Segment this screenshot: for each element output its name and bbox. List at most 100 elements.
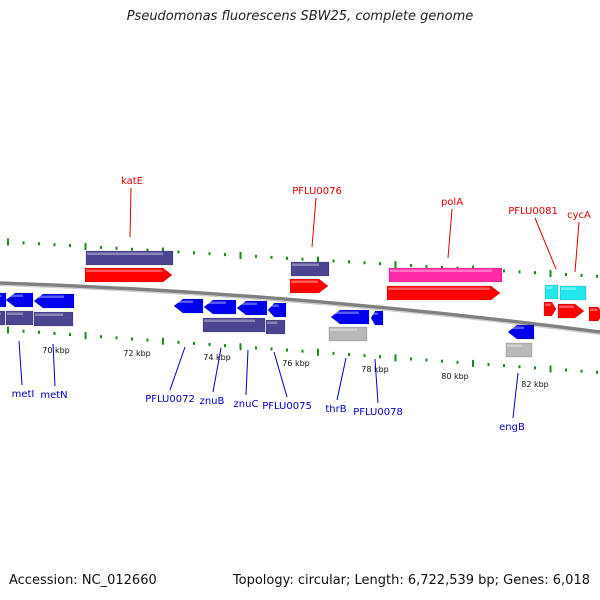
lower-tick <box>146 338 149 342</box>
lower-tick <box>348 353 350 357</box>
upper-tick <box>193 251 195 255</box>
upper-tick <box>394 261 397 269</box>
backbone-highlight <box>0 285 600 335</box>
upper-tick <box>317 256 319 264</box>
cds-product-bar-shine <box>87 252 163 255</box>
upper-tick <box>100 245 102 249</box>
lower-tick <box>286 348 288 352</box>
upper-tick <box>239 252 242 260</box>
gene-label-pflu0075: PFLU0075 <box>262 401 312 412</box>
reverse-gene-arrow <box>173 298 204 314</box>
forward-gene-arrow-shine <box>86 269 162 272</box>
cds-product-bar <box>5 310 34 326</box>
reverse-gene-arrow <box>267 302 287 318</box>
page-title: Pseudomonas fluorescens SBW25, complete … <box>126 9 474 24</box>
lower-tick <box>534 366 536 370</box>
gene-label-znub: znuB <box>200 396 225 407</box>
gene-label-pola-leader <box>447 208 453 259</box>
gene-label-pflu0072-leader <box>169 346 186 391</box>
reverse-gene-arrow <box>0 292 7 308</box>
scale-tick-label: 72 kbp <box>123 349 151 358</box>
genome-backbone <box>0 281 600 335</box>
lower-tick <box>472 359 474 367</box>
lower-tick <box>7 326 9 334</box>
reverse-gene-arrow-shine <box>509 326 524 329</box>
lower-tick <box>363 354 366 358</box>
reverse-gene-arrow-shine <box>7 294 23 297</box>
cds-product-bar-shine <box>35 313 63 316</box>
cds-product-bar <box>85 250 174 266</box>
upper-tick <box>69 244 71 248</box>
trna-feature-bar <box>544 284 559 300</box>
upper-tick <box>332 259 335 263</box>
upper-tick <box>177 250 180 254</box>
lower-tick <box>580 369 583 373</box>
upper-tick <box>596 274 598 278</box>
lower-tick <box>317 348 319 356</box>
accession-text: Accession: NC_012660 <box>9 573 157 588</box>
upper-tick <box>348 260 350 264</box>
gene-features <box>0 250 600 358</box>
scale-tick-label: 80 kbp <box>441 372 469 381</box>
upper-tick <box>363 261 366 265</box>
upper-tick <box>224 253 226 257</box>
reverse-gene-arrow <box>370 310 384 326</box>
pseudogene-bar <box>505 342 533 358</box>
lower-tick <box>410 357 412 361</box>
cds-product-bar-shine <box>204 319 255 322</box>
reverse-gene-arrow-shine <box>332 311 359 314</box>
forward-gene-arrow <box>557 303 585 319</box>
reverse-gene-arrow-shine <box>0 294 2 297</box>
lower-tick <box>100 335 102 339</box>
upper-tick <box>131 247 133 251</box>
genome-summary: Topology: circular; Length: 6,722,539 bp… <box>232 573 590 588</box>
pseudogene-bar-shine <box>330 328 357 331</box>
pseudogene-bar-shine <box>507 344 522 347</box>
lower-tick <box>131 337 133 341</box>
cds-product-bar-shine <box>0 312 1 315</box>
upper-tick <box>441 265 443 269</box>
reverse-gene-arrow <box>507 324 535 340</box>
gene-label-kate: katE <box>121 176 143 187</box>
forward-gene-arrow-shine <box>559 305 574 308</box>
reverse-gene-arrow <box>203 299 237 315</box>
scale-tick-label: 78 kbp <box>361 365 389 374</box>
lower-tick <box>69 333 71 337</box>
pseudogene-bar <box>328 326 368 342</box>
cds-product-bar <box>202 317 266 333</box>
gene-label-pflu0072: PFLU0072 <box>145 394 195 405</box>
forward-gene-arrow-shine <box>388 287 490 290</box>
upper-tick <box>286 256 288 260</box>
gene-label-meti: metI <box>12 389 35 400</box>
lower-tick <box>53 331 56 335</box>
lower-tick <box>38 330 40 334</box>
upper-tick <box>7 238 9 246</box>
upper-tick <box>22 241 25 245</box>
cds-product-bar <box>0 310 6 326</box>
lower-tick <box>596 370 598 374</box>
forward-gene-arrow <box>386 285 501 301</box>
reverse-gene-arrow <box>5 292 34 308</box>
trna-feature-bar-shine <box>561 287 576 290</box>
gene-label-cyca: cycA <box>567 210 591 221</box>
upper-tick <box>518 270 521 274</box>
scale-tick-label: 76 kbp <box>282 359 310 368</box>
lower-tick <box>503 364 505 368</box>
gene-label-metn: metN <box>40 390 67 401</box>
lower-tick <box>115 336 118 340</box>
lower-tick <box>239 343 242 351</box>
lower-tick <box>177 340 180 344</box>
scale-tick-label: 70 kbp <box>42 346 70 355</box>
upper-tick <box>53 243 56 247</box>
reverse-gene-arrow-shine <box>372 312 378 315</box>
reverse-gene-arrow-shine <box>35 295 64 298</box>
lower-tick <box>332 351 335 355</box>
lower-tick <box>270 347 273 351</box>
upper-tick <box>379 262 381 266</box>
scale-tick-label: 74 kbp <box>203 353 231 362</box>
trna-feature-bar-shine <box>546 286 553 289</box>
reverse-gene-arrow <box>330 309 370 325</box>
reverse-gene-arrow <box>33 293 75 309</box>
forward-gene-arrow <box>588 306 600 322</box>
gene-label-cyca-leader <box>574 221 580 273</box>
